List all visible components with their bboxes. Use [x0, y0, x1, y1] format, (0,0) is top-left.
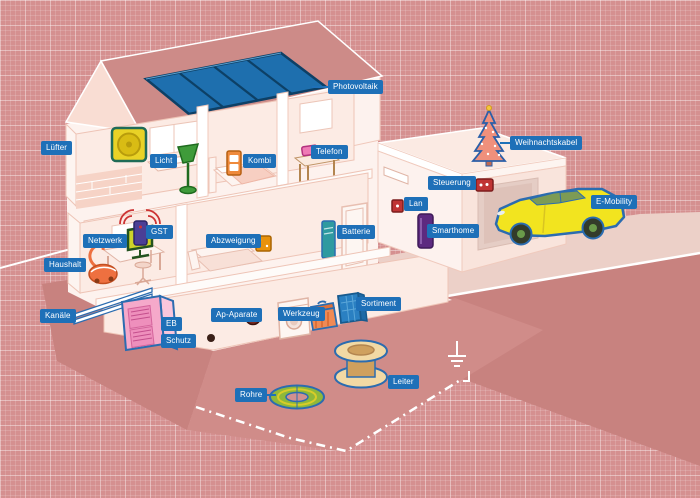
label-kanaele[interactable]: Kanäle — [40, 309, 76, 323]
label-smarthome[interactable]: Smarthome — [427, 224, 480, 238]
label-lan[interactable]: Lan — [404, 197, 428, 211]
floor-lamp-icon[interactable] — [178, 144, 198, 194]
lan-device-icon[interactable] — [392, 200, 403, 212]
label-steuerung[interactable]: Steuerung — [428, 176, 476, 190]
garage-window — [384, 167, 408, 184]
floor-slab — [96, 247, 390, 308]
label-luefter[interactable]: Lüfter — [41, 141, 73, 155]
label-ap-aparate[interactable]: Ap-Aparate — [211, 308, 263, 322]
label-weihnachtskabel[interactable]: Weihnachtskabel — [510, 136, 583, 150]
solar-panel-icon[interactable] — [146, 53, 326, 114]
label-schutz[interactable]: Schutz — [161, 334, 197, 348]
label-kombi[interactable]: Kombi — [243, 154, 277, 168]
label-abzweigung[interactable]: Abzweigung — [206, 234, 261, 248]
basement — [74, 252, 448, 350]
christmas-tree-icon[interactable] — [473, 106, 505, 167]
socket-combo-icon[interactable] — [227, 151, 241, 175]
label-photovoltaik[interactable]: Photovoltaik — [328, 80, 383, 94]
driveway — [374, 212, 700, 300]
driveway-edge-line — [424, 253, 700, 300]
wall-knob — [207, 334, 215, 342]
label-sortiment[interactable]: Sortiment — [356, 297, 402, 311]
label-haushalt[interactable]: Haushalt — [44, 258, 87, 272]
label-eb[interactable]: EB — [161, 317, 182, 331]
label-gst[interactable]: GST — [146, 225, 173, 239]
control-unit-icon[interactable] — [476, 179, 493, 191]
room-divider-wall — [176, 204, 187, 292]
label-telefon[interactable]: Telefon — [311, 145, 348, 159]
fan-icon[interactable] — [112, 128, 146, 161]
attic-floor — [66, 88, 354, 209]
window — [300, 99, 332, 133]
storage-box-icon[interactable] — [338, 293, 367, 323]
office-chair — [135, 250, 151, 285]
brick-wall — [76, 166, 142, 209]
ground-symbol-icon — [448, 341, 466, 366]
label-e-mobility[interactable]: E-Mobility — [591, 195, 638, 209]
label-leiter[interactable]: Leiter — [388, 375, 419, 389]
label-batterie[interactable]: Batterie — [337, 225, 376, 239]
wireless-router-icon[interactable] — [120, 210, 160, 245]
label-licht[interactable]: Licht — [150, 154, 178, 168]
room-divider-wall — [277, 92, 288, 186]
battery-unit-icon[interactable] — [322, 221, 335, 258]
middle-floor — [68, 173, 368, 293]
label-rohre[interactable]: Rohre — [235, 388, 268, 402]
label-werkzeug[interactable]: Werkzeug — [278, 307, 325, 321]
label-netzwerk[interactable]: Netzwerk — [83, 234, 128, 248]
room-divider-wall — [197, 105, 208, 198]
dashed-property-line — [196, 379, 462, 451]
cable-spool-icon[interactable] — [335, 341, 387, 388]
pipe-coil-icon[interactable] — [270, 386, 324, 409]
